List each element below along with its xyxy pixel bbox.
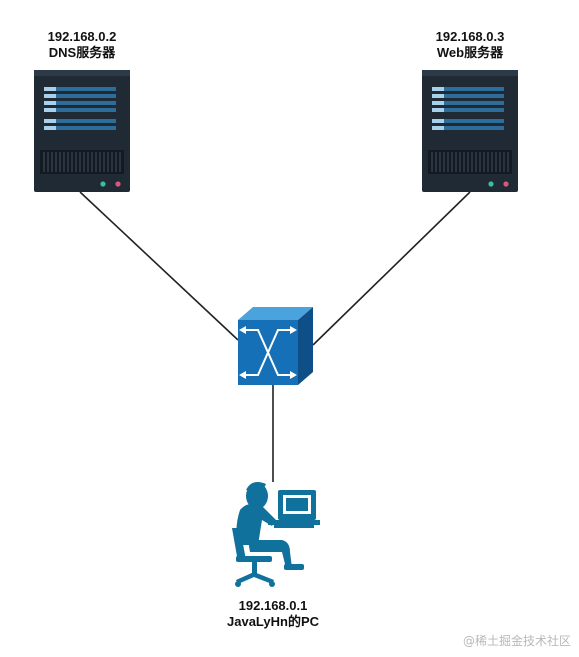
dns-server-name: DNS服务器 — [48, 45, 116, 60]
pc-label: 192.168.0.1 JavaLyHn的PC — [193, 598, 353, 630]
dns-server-icon — [34, 70, 130, 192]
switch-icon — [238, 307, 313, 385]
dns-server-label: 192.168.0.2 DNS服务器 — [2, 29, 162, 61]
web-server-icon — [422, 70, 518, 192]
led-red-icon — [115, 181, 121, 187]
led-green-icon — [488, 181, 494, 187]
led-green-icon — [100, 181, 106, 187]
link-dns-switch — [79, 191, 239, 341]
link-web-switch — [312, 191, 471, 346]
web-server-ip: 192.168.0.3 — [435, 29, 505, 44]
web-server-label: 192.168.0.3 Web服务器 — [390, 29, 550, 61]
watermark: @稀土掘金技术社区 — [462, 634, 571, 648]
pc-name: JavaLyHn的PC — [227, 614, 319, 629]
user-workstation-icon — [232, 482, 320, 587]
dns-server-ip: 192.168.0.2 — [47, 29, 117, 44]
web-server-name: Web服务器 — [436, 45, 504, 60]
led-red-icon — [503, 181, 509, 187]
pc-ip: 192.168.0.1 — [238, 598, 308, 613]
